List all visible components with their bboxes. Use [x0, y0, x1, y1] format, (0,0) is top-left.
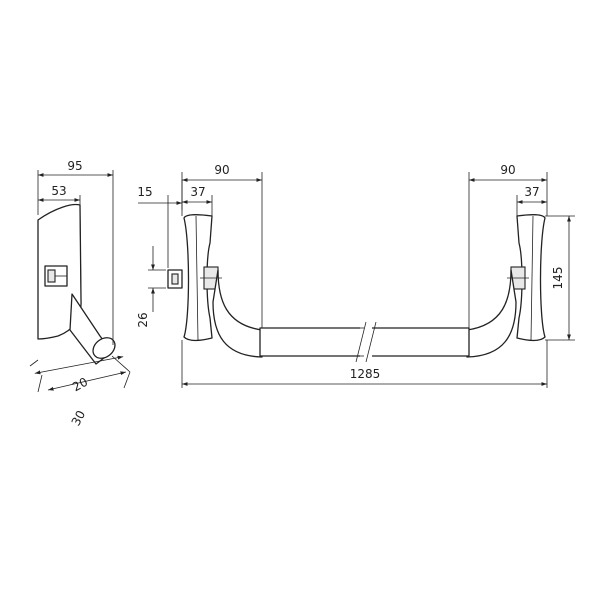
left-bracket: [183, 214, 263, 358]
dim-label-95: 95: [67, 159, 82, 173]
dim-label-30: 30: [69, 408, 89, 428]
dim-left-37: 37: [182, 185, 213, 216]
side-view: 95 53 20 30: [29, 159, 131, 428]
dim-left-90: 90: [181, 163, 263, 328]
dim-right-37: 37: [516, 185, 547, 216]
dim-label-left-90: 90: [214, 163, 229, 177]
dim-label-right-37: 37: [524, 185, 539, 199]
dim-label-145: 145: [551, 267, 565, 290]
latch-front-view: 15 26: [136, 180, 183, 328]
dim-front-26: 26: [136, 246, 166, 328]
latch-window: [44, 265, 68, 287]
dim-side-30: 30: [37, 371, 131, 428]
dim-total-1285: 1285: [181, 340, 548, 388]
dim-right-90: 90: [468, 163, 548, 328]
dim-label-left-37: 37: [190, 185, 205, 199]
dim-label-15: 15: [137, 185, 152, 199]
dim-side-95: 95: [37, 159, 114, 345]
dim-side-53: 53: [38, 184, 81, 205]
dim-label-26: 26: [136, 312, 150, 327]
dim-front-15: 15: [137, 180, 183, 268]
dim-label-53: 53: [51, 184, 66, 198]
side-tube: [69, 293, 116, 365]
right-bracket: [466, 214, 546, 358]
dim-label-1285: 1285: [350, 367, 381, 381]
dim-right-145: 145: [545, 215, 575, 341]
dim-label-right-90: 90: [500, 163, 515, 177]
push-bar: [259, 321, 470, 363]
